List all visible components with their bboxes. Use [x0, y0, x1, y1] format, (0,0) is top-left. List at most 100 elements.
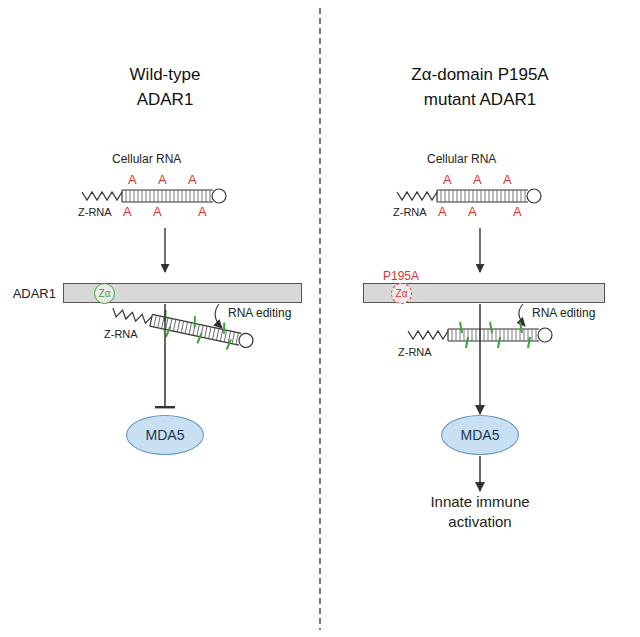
- base-pair: [485, 190, 486, 202]
- rna-strand: [122, 189, 213, 190]
- base-pair: [186, 190, 187, 202]
- base-pair: [505, 190, 506, 202]
- sensor-ellipse: MDA5: [126, 415, 204, 455]
- base-pair: [181, 321, 183, 333]
- base-pair: [142, 190, 143, 202]
- base-pair: [452, 329, 453, 341]
- z-rna-zigzag: [82, 192, 122, 200]
- edit-mark: [227, 339, 231, 350]
- base-pair: [162, 190, 163, 202]
- base-pair: [516, 329, 517, 341]
- sensor-ellipse-text: MDA5: [146, 427, 185, 443]
- z-rna-zigzag: [111, 308, 152, 324]
- z-alpha-domain: Zα: [94, 283, 115, 304]
- process-label: RNA editing: [228, 306, 291, 320]
- base-pair: [532, 329, 533, 341]
- rna-label: Cellular RNA: [112, 152, 181, 166]
- base-pair: [206, 190, 207, 202]
- edit-mark: [528, 337, 530, 348]
- base-pair: [220, 329, 222, 341]
- base-pair: [461, 190, 462, 202]
- base-pair: [453, 190, 454, 202]
- base-pair: [209, 327, 211, 339]
- rna-strand: [448, 340, 539, 341]
- base-pair: [528, 329, 529, 341]
- base-pair: [198, 190, 199, 202]
- sensor-ellipse: MDA5: [441, 415, 519, 455]
- base-pair: [449, 190, 450, 202]
- protein-bar: P195AZα: [363, 283, 605, 303]
- adenosine: A: [198, 204, 207, 219]
- adenosine: A: [443, 172, 452, 187]
- base-pair: [488, 329, 489, 341]
- rna-loop: [212, 189, 226, 203]
- base-pair: [456, 329, 457, 341]
- base-pair: [154, 190, 155, 202]
- panel-divider: [319, 8, 320, 630]
- adenosine: A: [513, 204, 522, 219]
- base-pair: [481, 190, 482, 202]
- z-rna-label: Z-RNA: [393, 206, 427, 218]
- base-pair: [441, 190, 442, 202]
- base-pair: [212, 328, 214, 340]
- adenosine: A: [153, 204, 162, 219]
- base-pair: [174, 190, 175, 202]
- base-pair: [504, 329, 505, 341]
- z-alpha-domain: Zα: [391, 283, 412, 304]
- base-pair: [445, 190, 446, 202]
- base-pair: [489, 190, 490, 202]
- base-pair: [497, 190, 498, 202]
- base-pair: [138, 190, 139, 202]
- base-pair: [464, 329, 465, 341]
- base-pair: [189, 323, 191, 335]
- arrow-connector: [479, 304, 481, 414]
- base-pair: [154, 315, 156, 327]
- base-pair: [469, 190, 470, 202]
- rna-strand: [437, 189, 528, 190]
- base-pair: [496, 329, 497, 341]
- protein-bar-text: P195A: [383, 269, 419, 283]
- base-pair: [477, 190, 478, 202]
- edit-mark: [490, 322, 492, 333]
- down-arrow: [479, 228, 480, 272]
- base-pair: [146, 190, 147, 202]
- base-pair: [520, 329, 521, 341]
- base-pair: [524, 329, 525, 341]
- base-pair: [178, 190, 179, 202]
- base-pair: [205, 326, 207, 338]
- base-pair: [130, 190, 131, 202]
- down-arrow: [164, 228, 165, 272]
- base-pair: [236, 333, 238, 345]
- base-pair: [177, 320, 179, 332]
- adenosine: A: [188, 172, 197, 187]
- edit-mark: [460, 322, 462, 333]
- panel-title: Wild-type ADAR1: [105, 62, 225, 112]
- adenosine: A: [158, 172, 167, 187]
- base-pair: [216, 329, 218, 341]
- base-pair: [473, 190, 474, 202]
- z-alpha-domain-text: Zα: [99, 288, 111, 299]
- editing-arrow: [215, 304, 222, 328]
- base-pair: [513, 190, 514, 202]
- edit-mark: [466, 337, 468, 348]
- base-pair: [126, 190, 127, 202]
- base-pair: [512, 329, 513, 341]
- rna-label: Cellular RNA: [427, 152, 496, 166]
- base-pair: [501, 190, 502, 202]
- z-rna-zigzag: [408, 331, 448, 339]
- z-rna-label: Z-RNA: [104, 328, 138, 340]
- outcome-text: Innate immune activation: [420, 492, 540, 532]
- edit-mark: [222, 323, 226, 334]
- base-pair: [158, 190, 159, 202]
- base-pair: [150, 190, 151, 202]
- adenosine: A: [123, 204, 132, 219]
- arrow-connector: [479, 456, 481, 491]
- edit-mark: [197, 333, 201, 344]
- outcome-text-text: Innate immune activation: [420, 492, 540, 532]
- base-pair: [182, 190, 183, 202]
- base-pair: [509, 190, 510, 202]
- rna-strand: [447, 329, 448, 341]
- z-alpha-domain-text: Zα: [396, 288, 408, 299]
- base-pair: [134, 190, 135, 202]
- base-pair: [202, 190, 203, 202]
